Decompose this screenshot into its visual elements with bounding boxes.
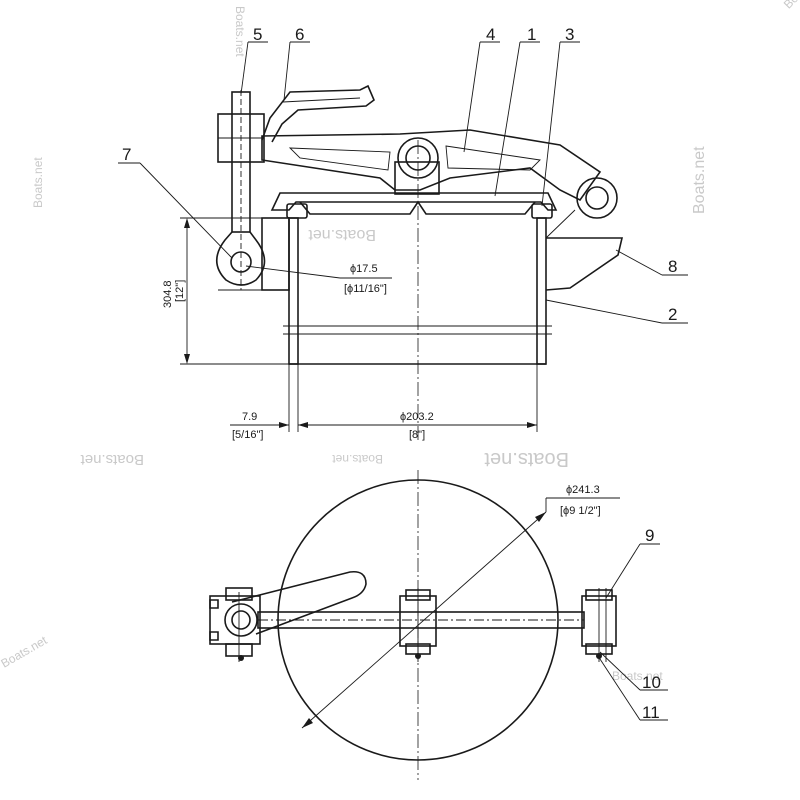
wall-dimension-in: [5/16"] [232,429,263,441]
callout-leaders [118,41,688,721]
right-clamp-pin [596,653,602,659]
cylinder-body [283,217,552,365]
left-clamp-tabs [209,599,219,641]
leader-2 [545,299,663,324]
bore-dimension-mm: ϕ203.2 [400,411,434,423]
leader-3 [541,41,561,207]
callout-2: 2 [668,305,677,324]
watermark-text: Boats.net [0,633,50,671]
eye-bracket [261,217,290,291]
watermark-text: Boats.net [484,448,569,470]
cover-recess [299,200,536,215]
bore-dimension-in: [8"] [409,429,425,441]
leader-5 [240,41,249,95]
callout-7: 7 [122,145,131,164]
hinge-bracket [545,237,624,291]
watermark-text: Boats.net [308,226,376,243]
yoke-window-right [445,145,541,171]
callout-1: 1 [527,25,536,44]
height-dimension-mm: 304.8 [162,280,174,308]
leader-6 [283,41,291,101]
leader-7 [139,162,233,259]
watermark-text: Boats.net [332,452,383,466]
hinge-inner [585,186,609,210]
cylinder-wall-left [288,217,299,365]
watermark-text: Boats.net [781,0,800,12]
arrowhead [184,354,190,364]
watermark-text: Boats.net [691,146,708,214]
callout-8: 8 [668,257,677,276]
handle-boss-inner [231,610,251,630]
hinge-bracket-edge [545,209,576,239]
cover-plate [270,192,558,211]
leader-4 [463,41,481,153]
callout-5: 5 [253,25,262,44]
cover-dimension-in: [ϕ9 1/2"] [560,505,601,517]
watermark-text: Boats.net [612,669,663,683]
watermark-text: Boats.net [233,6,247,57]
handle-lever [261,84,375,143]
handle-lever-edge [282,97,361,103]
center-clamp-pin [415,653,421,659]
cover-dimension-mm: ϕ241.3 [566,484,600,496]
watermarks: Boats.net Boats.net Boats.net Boats.net … [0,0,800,683]
yoke-window-left [288,147,391,171]
height-dimension-in: [12"] [174,280,186,302]
yoke-boss [394,161,440,195]
callout-4: 4 [486,25,495,44]
callout-6: 6 [295,25,304,44]
section-view [215,84,624,440]
arrowhead [527,422,537,428]
watermark-text: Boats.net [31,157,45,208]
eye-pin [230,251,252,273]
arrowhead [302,718,313,728]
hinge-outer [576,177,618,219]
callout-10: 10 [642,673,661,692]
cover-diameter-leader [301,511,547,729]
watermark-text: Boats.net [80,451,144,468]
handle-boss-outer [224,603,258,637]
arrowhead [279,422,289,428]
callout-9: 9 [645,526,654,545]
leader-10 [599,651,641,691]
callout-11: 11 [642,703,660,722]
yoke-pivot-inner [405,145,431,171]
leader-9 [605,543,641,599]
arrowhead [184,218,190,228]
callout-3: 3 [565,25,574,44]
arrowhead [298,422,308,428]
plan-view: ϕ241.3 [ϕ9 1/2"] [209,470,620,780]
leader-1 [494,41,521,197]
pin-leader [245,265,341,279]
left-clamp-pin [238,655,244,661]
section-dimensions: 304.8 [12"] ϕ17.5 [ϕ11/16"] 7.9 [5/16"] … [162,217,538,441]
leader-8 [615,249,663,276]
pin-dimension-mm: ϕ17.5 [350,263,378,275]
arrowhead [535,512,546,522]
leader-11 [597,655,641,721]
wall-dimension-mm: 7.9 [242,411,257,423]
cylinder-wall-right [536,217,547,365]
pin-dimension-in: [ϕ11/16"] [344,283,387,295]
eye-loop [215,231,266,286]
gasket-right [531,203,553,219]
plan-handle [231,570,367,635]
callout-labels: 5 6 4 1 3 7 8 2 9 10 11 [122,25,677,722]
yoke-pivot-outer [397,137,439,179]
